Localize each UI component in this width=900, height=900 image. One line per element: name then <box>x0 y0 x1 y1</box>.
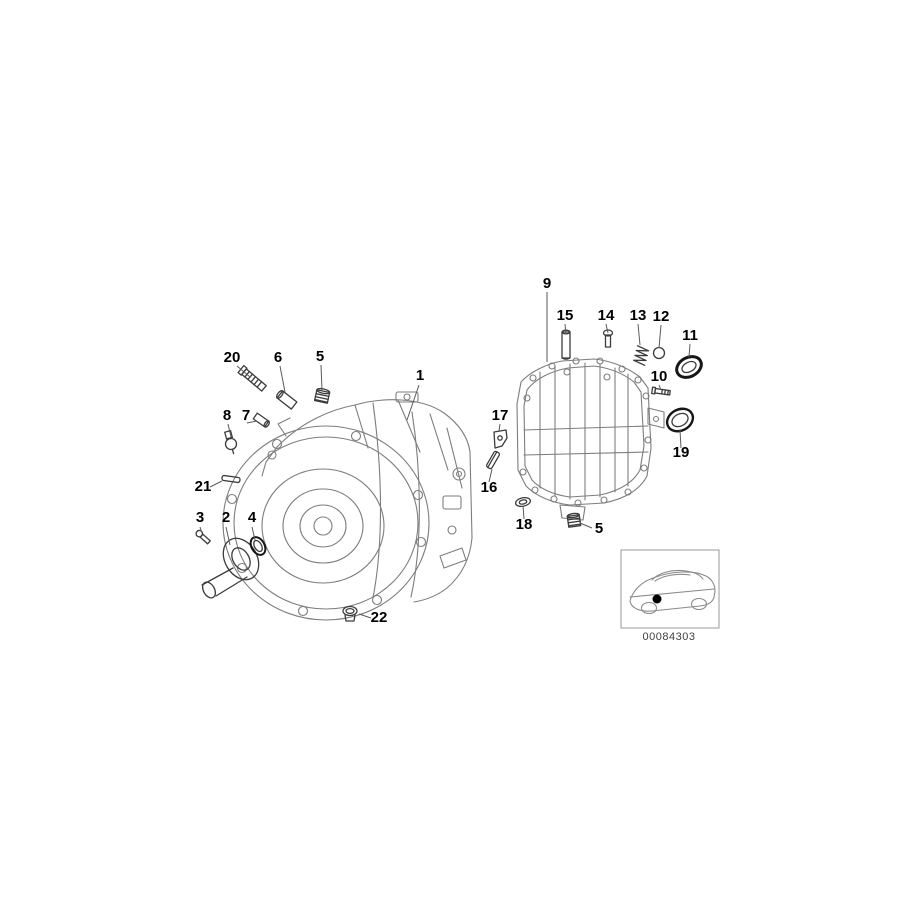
callout-17[interactable]: 17 <box>492 407 509 424</box>
leader-22 <box>358 613 372 619</box>
callout-9[interactable]: 9 <box>543 275 551 292</box>
callout-5-top[interactable]: 5 <box>316 348 324 365</box>
car-outline-icon <box>629 569 716 615</box>
front-housing-drawing <box>222 391 473 621</box>
part-10-bolt <box>651 386 671 396</box>
callout-5-bottom[interactable]: 5 <box>595 520 603 537</box>
callout-18[interactable]: 18 <box>516 516 533 533</box>
leader-14 <box>605 323 609 334</box>
callout-3[interactable]: 3 <box>196 509 204 526</box>
part-14-vent <box>602 329 614 348</box>
callout-14[interactable]: 14 <box>598 307 615 324</box>
leader-lines <box>199 292 691 619</box>
callout-10[interactable]: 10 <box>651 368 668 385</box>
location-dot <box>652 594 662 604</box>
callout-1[interactable]: 1 <box>416 367 424 384</box>
leader-6 <box>279 365 286 393</box>
leader-18 <box>522 505 525 520</box>
leader-13 <box>637 323 641 346</box>
part-7-bush <box>252 412 270 428</box>
part-12-ball <box>652 346 666 360</box>
part-6-sleeve <box>275 390 298 410</box>
part-18-washer <box>514 496 532 508</box>
leader-5-bottom <box>579 522 593 529</box>
leader-3 <box>199 526 203 534</box>
callout-6[interactable]: 6 <box>274 349 282 366</box>
leader-8 <box>227 423 232 438</box>
part-3-bolt <box>195 529 211 545</box>
callout-20[interactable]: 20 <box>224 349 241 366</box>
leader-16 <box>488 468 493 483</box>
callout-15[interactable]: 15 <box>557 307 574 324</box>
callout-16[interactable]: 16 <box>481 479 498 496</box>
car-position-thumbnail: 00084303 <box>620 549 720 643</box>
leader-4 <box>251 526 256 541</box>
leader-12 <box>658 324 662 349</box>
rear-housing-drawing <box>516 357 665 521</box>
callout-19[interactable]: 19 <box>673 444 690 461</box>
leader-11 <box>688 343 691 358</box>
callout-7[interactable]: 7 <box>242 407 250 424</box>
part-8-switch <box>224 430 238 455</box>
part-22-cap <box>342 605 358 622</box>
leader-17 <box>498 423 501 432</box>
callout-22[interactable]: 22 <box>371 609 388 626</box>
callout-12[interactable]: 12 <box>653 308 670 325</box>
leader-21 <box>209 480 223 488</box>
callout-4[interactable]: 4 <box>248 509 257 526</box>
part-21-pin <box>221 474 241 484</box>
callout-11[interactable]: 11 <box>682 327 698 344</box>
part-4-seal <box>249 536 267 556</box>
part-11-seal-ring <box>675 355 703 379</box>
part-5-plug-top <box>313 387 331 404</box>
leader-10 <box>658 384 662 391</box>
leader-20 <box>236 365 251 378</box>
part-20-stud <box>237 364 267 392</box>
leader-2 <box>225 526 231 546</box>
part-15-dowel-pin <box>561 329 571 360</box>
callout-2[interactable]: 2 <box>222 509 230 526</box>
callout-21[interactable]: 21 <box>195 478 212 495</box>
callouts: 20 6 5 1 9 15 14 13 12 11 10 19 17 16 18… <box>195 275 698 626</box>
thumbnail-border <box>620 549 720 629</box>
part-16-roll-pin <box>485 450 501 470</box>
leader-1 <box>406 384 420 421</box>
part-5-plug-bottom <box>566 512 582 528</box>
leader-5-top <box>320 364 323 391</box>
callout-13[interactable]: 13 <box>630 307 647 324</box>
part-2-guide-tube <box>201 537 260 599</box>
leader-19 <box>679 429 682 449</box>
part-13-spring <box>633 345 650 366</box>
part-19-seal-ring <box>665 407 695 433</box>
leader-7 <box>246 420 258 424</box>
callout-8[interactable]: 8 <box>223 407 231 424</box>
part-17-bracket <box>493 429 508 449</box>
diagram-code: 00084303 <box>643 631 696 643</box>
leader-15 <box>564 323 567 335</box>
